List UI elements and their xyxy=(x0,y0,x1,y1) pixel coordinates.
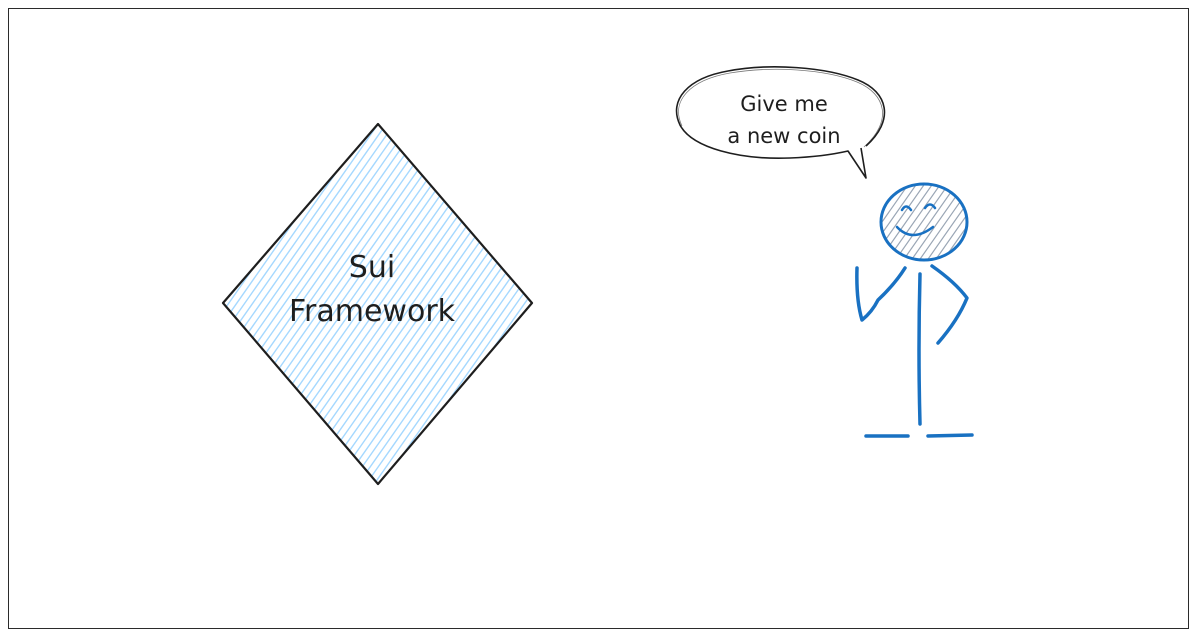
hatch-line xyxy=(223,124,230,484)
hatch-line xyxy=(893,184,951,260)
hatch-line xyxy=(0,120,117,490)
hatch-line xyxy=(0,120,189,490)
framework-label: Sui Framework xyxy=(222,246,522,334)
hatch-line xyxy=(538,120,797,490)
hatch-line xyxy=(881,184,919,260)
speech-bubble-icon xyxy=(675,66,886,179)
hatch-line xyxy=(806,182,862,262)
hatch-line xyxy=(0,120,109,490)
hatch-line xyxy=(489,124,532,484)
hatch-line xyxy=(0,120,221,490)
hatch-line xyxy=(0,120,133,490)
hatch-line xyxy=(353,124,532,484)
hatch-line xyxy=(223,124,398,484)
hatch-line xyxy=(881,184,895,260)
hatch-line xyxy=(337,124,532,484)
hatch-line xyxy=(909,184,967,260)
hatch-line xyxy=(0,120,125,490)
hatch-line xyxy=(223,124,390,484)
hatch-line xyxy=(223,124,238,484)
hatch-line xyxy=(223,124,406,484)
hatch-line xyxy=(881,184,935,260)
hatch-line xyxy=(0,120,141,490)
hatch-line xyxy=(881,184,927,260)
hatch-line xyxy=(0,120,181,490)
framework-label-line-1: Sui xyxy=(348,250,396,285)
hatch-line xyxy=(798,182,854,262)
hatch-line xyxy=(513,124,532,484)
hatch-line xyxy=(369,124,532,484)
hatch-line xyxy=(822,182,878,262)
hatch-line xyxy=(329,124,532,484)
hatch-line xyxy=(881,184,887,260)
speech-text-line-1: Give me xyxy=(740,92,828,116)
hatch-line xyxy=(814,182,870,262)
hatch-line xyxy=(521,124,532,484)
hatch-line xyxy=(925,184,967,260)
hatch-line xyxy=(0,120,157,490)
hatch-line xyxy=(529,124,532,484)
hatch-line xyxy=(361,124,532,484)
hatch-line xyxy=(965,184,967,260)
hatch-line xyxy=(377,124,532,484)
hatch-line xyxy=(949,184,967,260)
hatch-line xyxy=(0,120,197,490)
hatch-line xyxy=(0,120,173,490)
hatch-line xyxy=(223,124,422,484)
hatch-line xyxy=(941,184,967,260)
hatch-line xyxy=(223,124,254,484)
head-hatch xyxy=(798,182,967,262)
hatch-line xyxy=(223,124,382,484)
hatch-line xyxy=(933,184,967,260)
hatch-line xyxy=(223,124,246,484)
hatch-line xyxy=(497,124,532,484)
hatch-line xyxy=(223,124,374,484)
stick-figure-icon xyxy=(798,182,974,438)
hatch-line xyxy=(321,124,532,484)
hatch-line xyxy=(223,124,438,484)
framework-label-line-2: Framework xyxy=(288,294,456,329)
speech-text-line-2: a new coin xyxy=(727,124,841,148)
hatch-line xyxy=(505,124,532,484)
hatch-line xyxy=(223,124,430,484)
hatch-line xyxy=(901,184,959,260)
hatch-line xyxy=(0,120,165,490)
hatch-line xyxy=(223,124,414,484)
speech-text: Give me a new coin xyxy=(696,88,872,152)
hatch-line xyxy=(0,120,213,490)
hatch-line xyxy=(0,120,205,490)
hatch-line xyxy=(345,124,532,484)
diagram-frame xyxy=(8,8,1189,629)
hatch-line xyxy=(0,120,149,490)
